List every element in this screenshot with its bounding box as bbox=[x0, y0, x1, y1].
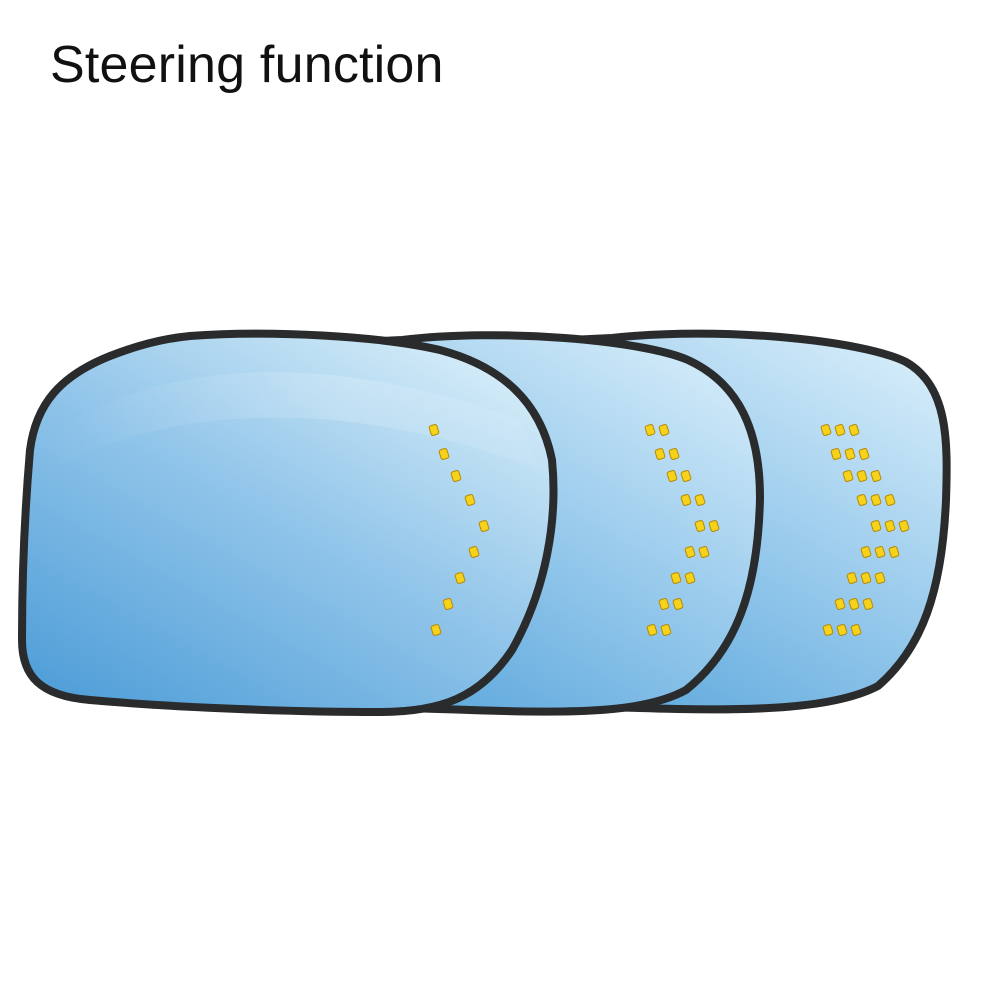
led-dot bbox=[874, 546, 886, 558]
led-dot bbox=[658, 424, 670, 436]
led-dot bbox=[870, 470, 882, 482]
led-dot bbox=[680, 470, 692, 482]
led-dot bbox=[842, 470, 854, 482]
led-dot bbox=[820, 424, 832, 436]
led-dot bbox=[670, 572, 682, 584]
led-dot bbox=[430, 624, 442, 636]
led-dot bbox=[684, 546, 696, 558]
led-dot bbox=[680, 494, 692, 506]
led-dot bbox=[660, 624, 672, 636]
led-dot bbox=[464, 494, 476, 506]
led-dot bbox=[870, 520, 882, 532]
led-dot bbox=[468, 546, 480, 558]
led-dot bbox=[644, 424, 656, 436]
led-dot bbox=[658, 598, 670, 610]
led-dot bbox=[666, 470, 678, 482]
led-dot bbox=[672, 598, 684, 610]
mirror-front bbox=[18, 329, 558, 716]
led-dot bbox=[856, 494, 868, 506]
mirror-front-sheen bbox=[50, 372, 540, 470]
led-dot bbox=[836, 624, 848, 636]
led-dot bbox=[884, 520, 896, 532]
led-dot bbox=[858, 448, 870, 460]
led-dot bbox=[694, 520, 706, 532]
page-title: Steering function bbox=[50, 36, 444, 94]
led-dot bbox=[848, 424, 860, 436]
led-dot bbox=[830, 448, 842, 460]
led-dot bbox=[646, 624, 658, 636]
led-dot bbox=[884, 494, 896, 506]
led-dot bbox=[668, 448, 680, 460]
led-dot bbox=[428, 424, 440, 436]
led-dot bbox=[856, 470, 868, 482]
led-dot bbox=[870, 494, 882, 506]
led-dot bbox=[698, 546, 710, 558]
led-dot bbox=[694, 494, 706, 506]
led-arrow-single bbox=[428, 424, 490, 636]
led-dot bbox=[898, 520, 910, 532]
led-dot bbox=[874, 572, 886, 584]
led-dot bbox=[450, 470, 462, 482]
led-dot bbox=[834, 424, 846, 436]
led-dot bbox=[888, 546, 900, 558]
led-dot bbox=[846, 572, 858, 584]
led-dot bbox=[442, 598, 454, 610]
led-dot bbox=[862, 598, 874, 610]
led-arrow-double bbox=[644, 424, 720, 636]
led-dot bbox=[860, 572, 872, 584]
led-dot bbox=[438, 448, 450, 460]
led-dot bbox=[844, 448, 856, 460]
led-dot bbox=[848, 598, 860, 610]
led-dot bbox=[850, 624, 862, 636]
led-dot bbox=[478, 520, 490, 532]
led-dot bbox=[708, 520, 720, 532]
led-dot bbox=[454, 572, 466, 584]
led-arrow-triple bbox=[820, 424, 910, 636]
led-dot bbox=[684, 572, 696, 584]
led-dot bbox=[654, 448, 666, 460]
led-dot bbox=[822, 624, 834, 636]
led-dot bbox=[834, 598, 846, 610]
led-dot bbox=[860, 546, 872, 558]
